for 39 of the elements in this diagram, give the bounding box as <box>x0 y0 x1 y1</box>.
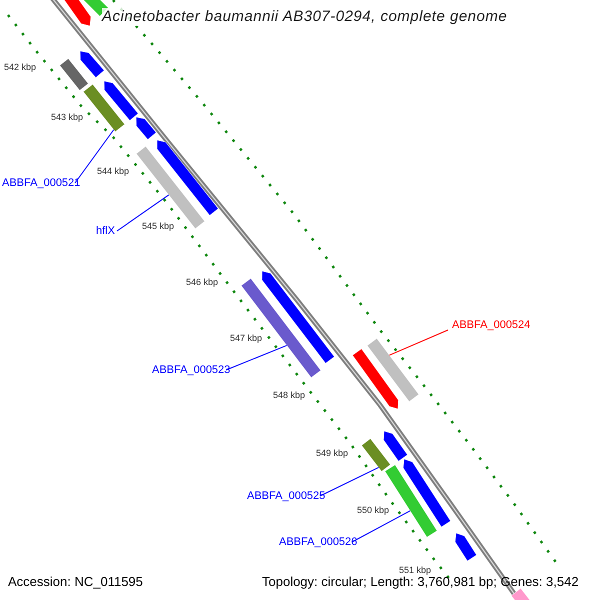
gene-feature <box>104 80 138 121</box>
gene-feature <box>59 58 89 91</box>
gene-label: ABBFA_000521 <box>2 176 80 190</box>
gene-feature <box>136 146 205 229</box>
gene-feature <box>352 348 399 410</box>
gene-label: ABBFA_000524 <box>452 318 530 332</box>
title: Acinetobacter baumannii AB307-0294, complete genome <box>102 8 508 26</box>
gene-feature <box>383 430 408 462</box>
position-label: 551 kbp <box>399 564 432 576</box>
footer-note: Accession: NC_011595 <box>8 574 143 590</box>
leader-line <box>116 194 170 232</box>
gene-label: ABBFA_000525 <box>247 489 326 503</box>
gene-label: ABBFA_000523 <box>152 363 230 377</box>
position-label: 548 kbp <box>273 389 306 401</box>
gene-feature <box>136 116 156 140</box>
leader-line <box>320 466 380 496</box>
footer-note: Topology: circular; Length: 3,760,981 bp; Genes: 3,542 <box>262 574 579 590</box>
leader-line <box>74 129 114 184</box>
gene-feature <box>361 438 391 472</box>
gene-feature <box>156 140 219 216</box>
gene-feature <box>454 532 477 562</box>
position-label: 543 kbp <box>51 111 84 123</box>
position-label: 544 kbp <box>97 165 130 177</box>
position-label: 542 kbp <box>4 61 36 73</box>
position-label: 546 kbp <box>186 276 218 288</box>
position-label: 550 kbp <box>357 504 390 516</box>
position-label: 549 kbp <box>316 447 348 459</box>
gene-feature <box>262 270 335 364</box>
gene-feature <box>83 84 125 132</box>
gene-feature <box>366 338 420 402</box>
gene-feature <box>80 50 104 78</box>
position-label: 547 kbp <box>230 332 262 344</box>
gene-label: ABBFA_000526 <box>279 535 358 549</box>
position-label: 545 kbp <box>142 220 174 232</box>
gene-label: hflX <box>96 224 115 238</box>
gene-feature <box>402 458 451 528</box>
leader-line <box>226 344 288 370</box>
leader-line <box>352 510 411 542</box>
leader-line <box>388 330 448 356</box>
